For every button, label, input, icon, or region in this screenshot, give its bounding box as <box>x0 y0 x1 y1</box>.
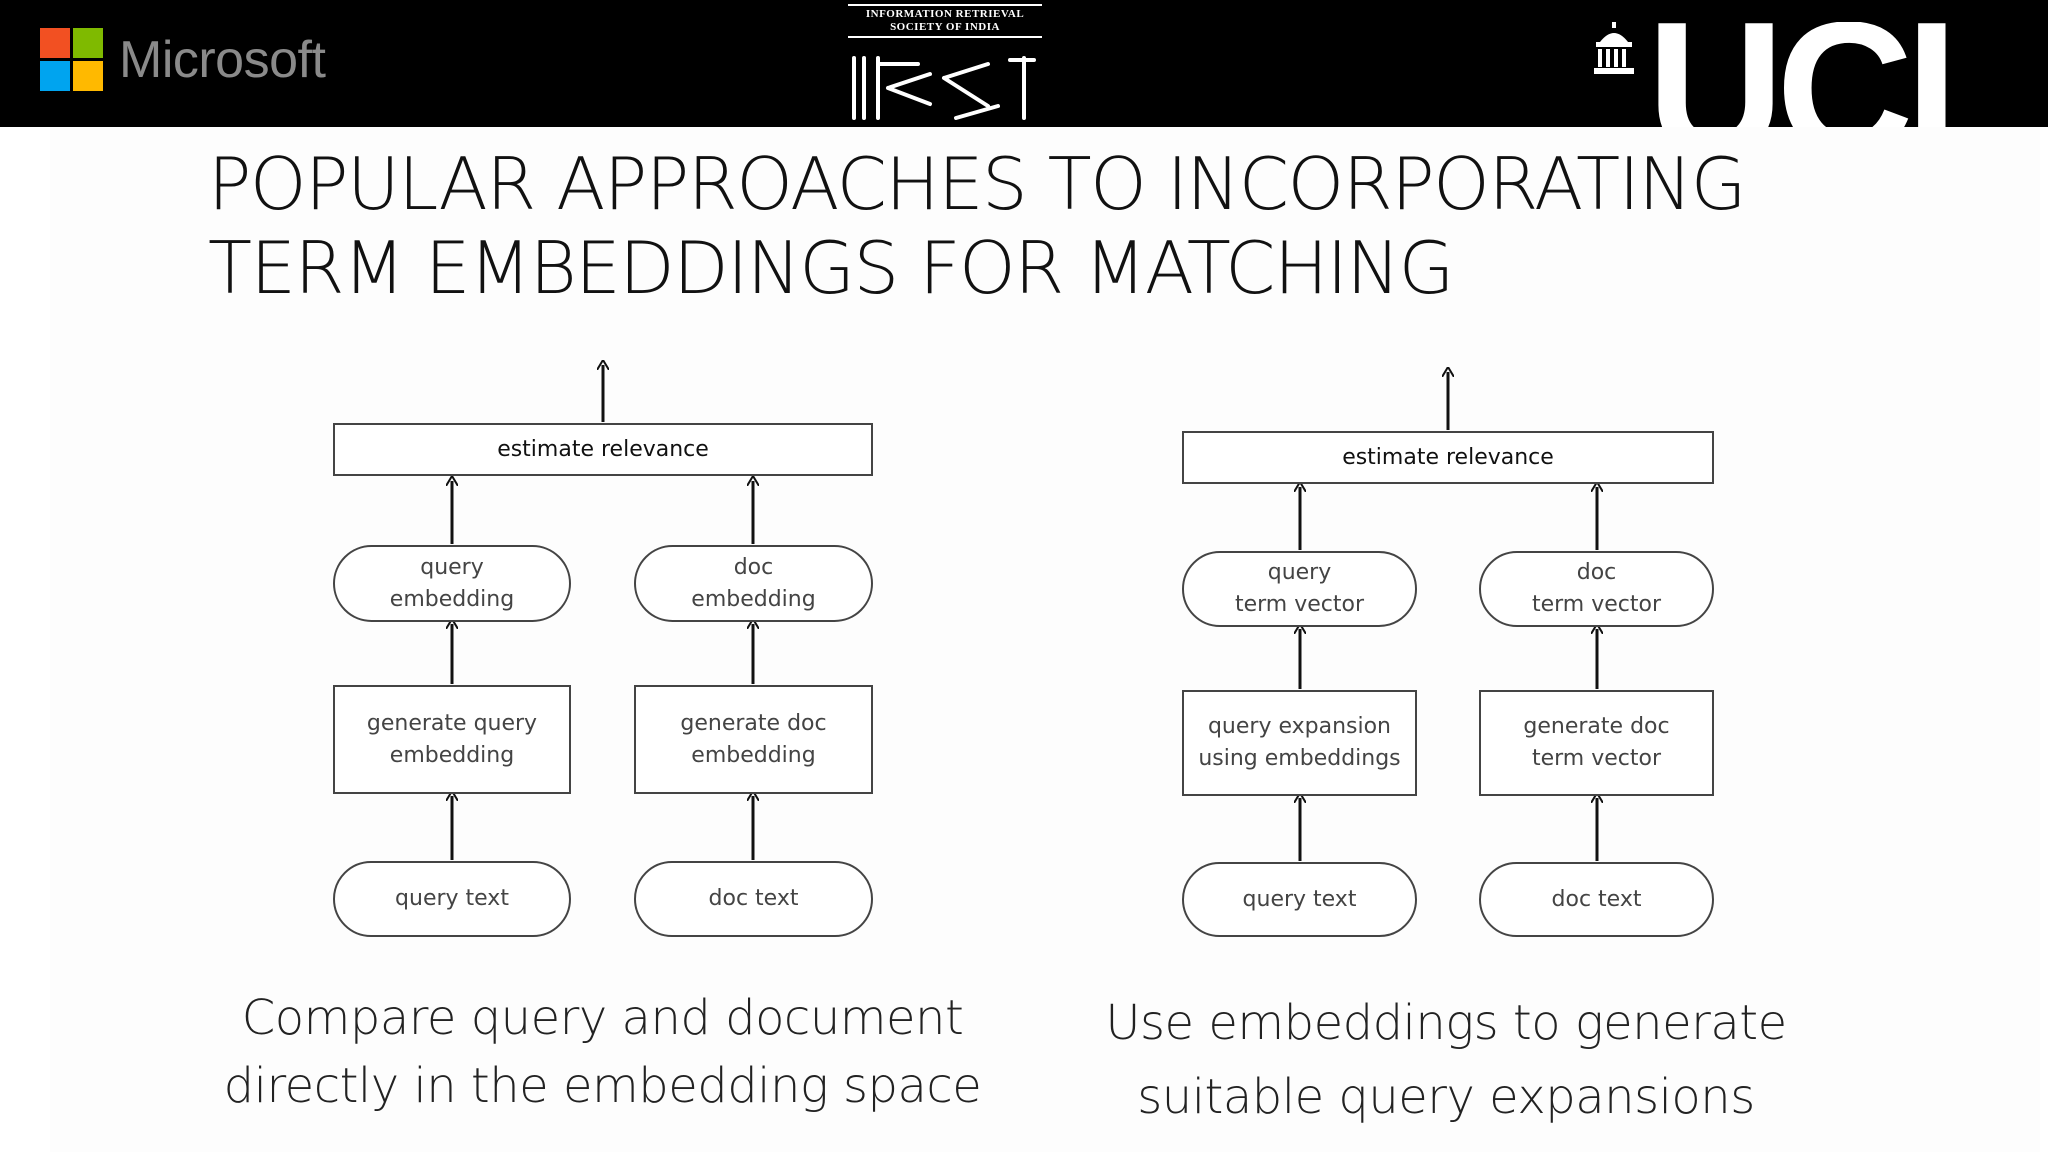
query-expansion-caption: Use embeddings to generate suitable quer… <box>1105 995 1787 1125</box>
doc-text-node: doc text <box>634 861 873 937</box>
slide-body <box>50 127 2040 1152</box>
microsoft-logo: Microsoft <box>40 28 326 91</box>
irsi-logo-subtitle: INFORMATION RETRIEVAL SOCIETY OF INDIA <box>848 4 1042 38</box>
query-text-node: query text <box>1182 862 1417 937</box>
estimate-relevance-box: estimate relevance <box>333 423 873 476</box>
generate-query-embedding-box: generate query embedding <box>333 685 571 794</box>
header-bar: Microsoft INFORMATION RETRIEVAL SOCIETY … <box>0 0 2048 127</box>
query-expansion-box: query expansion using embeddings <box>1182 690 1417 796</box>
doc-term-vector-node: doc term vector <box>1479 551 1714 627</box>
slide-title: POPULAR APPROACHES TO INCORPORATING TERM… <box>208 142 1808 310</box>
portico-dome-icon <box>1594 22 1634 74</box>
irsi-wordmark-icon <box>852 56 1036 120</box>
irsi-logo: INFORMATION RETRIEVAL SOCIETY OF INDIA <box>848 4 1042 122</box>
query-term-vector-node: query term vector <box>1182 551 1417 627</box>
generate-doc-term-vector-box: generate doc term vector <box>1479 690 1714 796</box>
microsoft-four-squares-icon <box>40 28 103 91</box>
ucl-logo: UCL <box>1592 22 1972 127</box>
estimate-relevance-box: estimate relevance <box>1182 431 1714 484</box>
slide-title-line-2: TERM EMBEDDINGS FOR MATCHING <box>208 226 1454 310</box>
doc-embedding-node: doc embedding <box>634 545 873 622</box>
microsoft-logo-text: Microsoft <box>119 30 326 89</box>
doc-text-node: doc text <box>1479 862 1714 937</box>
ucl-logo-text: UCL <box>1647 22 1972 127</box>
generate-doc-embedding-box: generate doc embedding <box>634 685 873 794</box>
embedding-comparison-caption: Compare query and document directly in t… <box>223 990 982 1114</box>
slide-title-line-1: POPULAR APPROACHES TO INCORPORATING <box>208 142 1746 226</box>
query-text-node: query text <box>333 861 571 937</box>
query-embedding-node: query embedding <box>333 545 571 622</box>
